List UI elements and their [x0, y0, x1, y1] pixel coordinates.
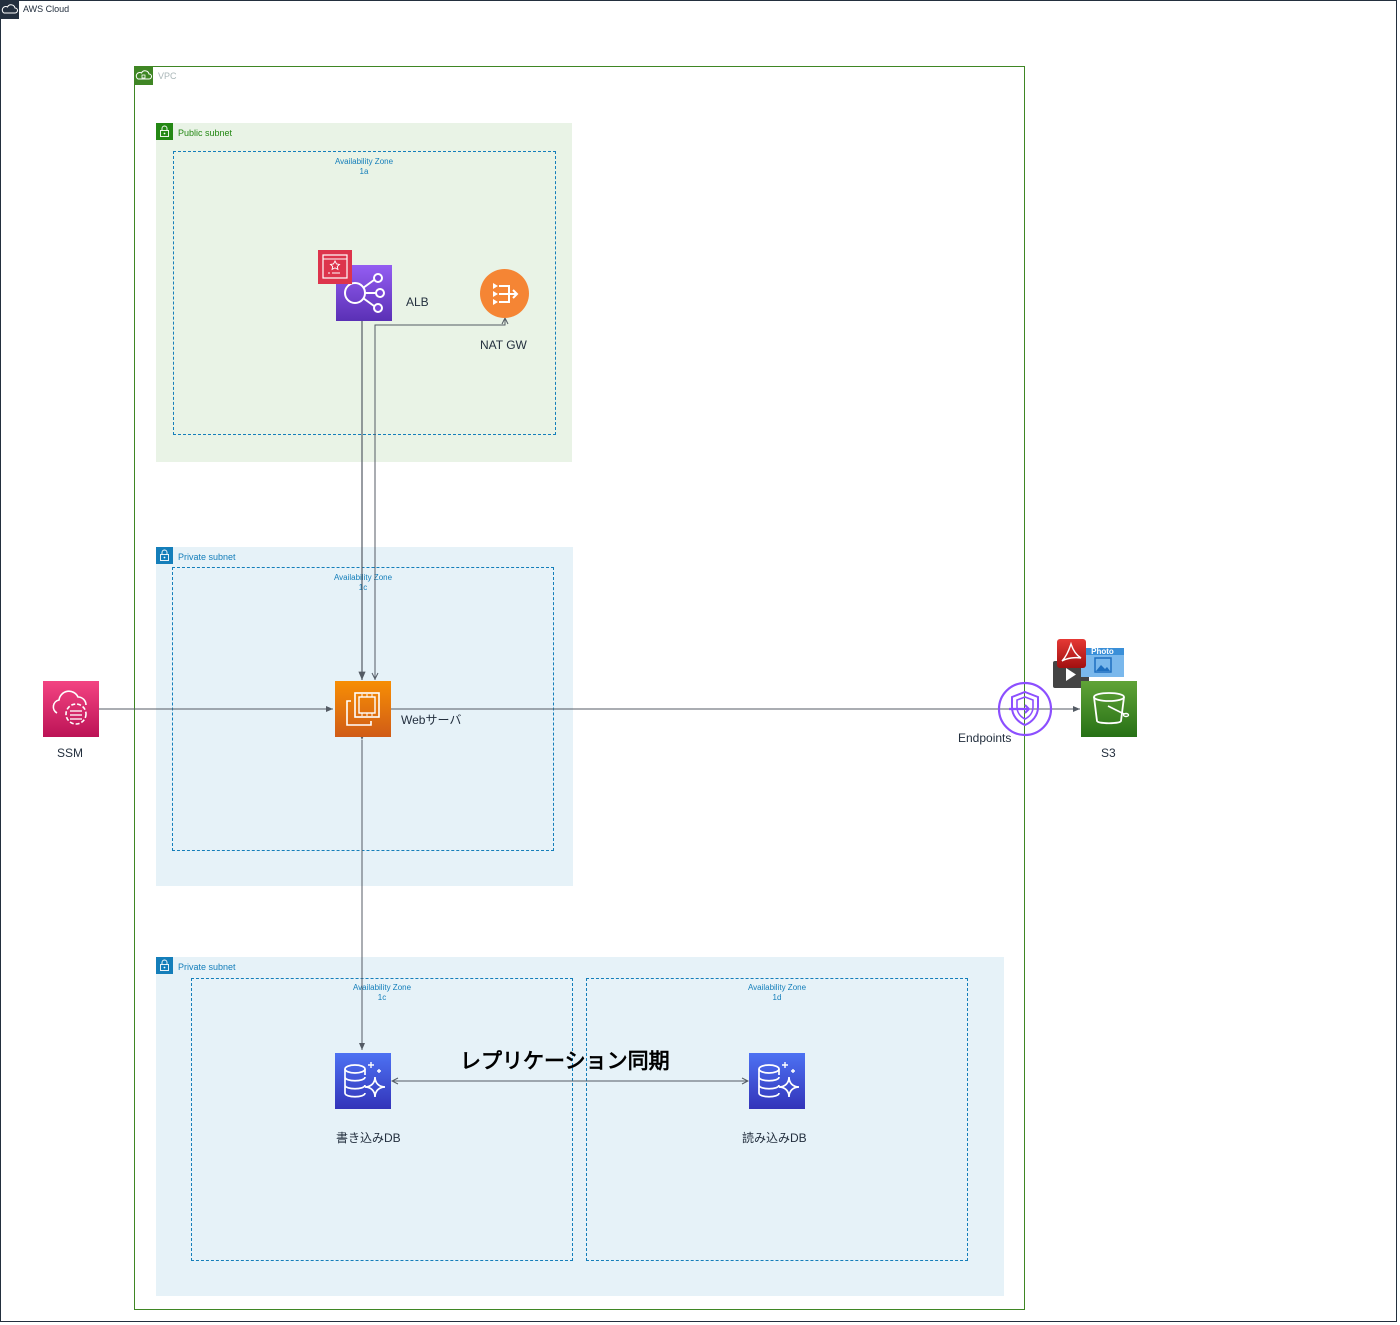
az-label: Availability Zone 1a [314, 157, 414, 177]
public-subnet-title: Public subnet [178, 128, 233, 138]
s3-label: S3 [1101, 746, 1116, 760]
write-db-label: 書き込みDB [336, 1131, 401, 1145]
az-label-text: Availability Zone [352, 983, 412, 992]
certificate-manager-icon[interactable] [318, 250, 352, 284]
ec2-instance-icon[interactable] [335, 681, 391, 737]
nat-gw-label: NAT GW [480, 338, 527, 352]
availability-zone-1c-db [191, 978, 573, 1261]
private-subnet-title: Private subnet [178, 962, 236, 972]
az-label: Availability Zone 1c [332, 983, 432, 1003]
cloud-icon [0, 0, 19, 19]
az-label: Availability Zone 1d [727, 983, 827, 1003]
alb-label: ALB [406, 295, 429, 309]
ssm-label: SSM [57, 746, 84, 760]
vpc-group [134, 66, 1025, 1310]
lock-icon [156, 547, 173, 564]
availability-zone-1a [173, 151, 556, 435]
aws-cloud-title: AWS Cloud [23, 4, 70, 14]
az-id: 1d [772, 993, 782, 1002]
availability-zone-1d-db [586, 978, 968, 1261]
web-server-label: Webサーバ [401, 713, 462, 727]
az-label-text: Availability Zone [333, 573, 393, 582]
az-label-text: Availability Zone [747, 983, 807, 992]
lock-icon [156, 123, 173, 140]
s3-bucket-icon[interactable] [1081, 681, 1137, 737]
systems-manager-icon[interactable] [43, 681, 99, 737]
vpc-title: VPC [158, 71, 177, 81]
private-subnet-title: Private subnet [178, 552, 236, 562]
az-label: Availability Zone 1c [313, 573, 413, 593]
az-id: 1c [358, 583, 368, 592]
photo-text: Photo [1081, 648, 1124, 656]
lock-icon [156, 957, 173, 974]
az-label-text: Availability Zone [334, 157, 394, 166]
web-to-nat-line [374, 318, 505, 680]
photo-file-icon: Photo [1081, 648, 1124, 677]
replication-label: レプリケーション同期 [460, 1050, 670, 1073]
rds-database-icon[interactable] [335, 1053, 391, 1109]
read-db-label: 読み込みDB [742, 1131, 807, 1145]
rds-database-icon[interactable] [749, 1053, 805, 1109]
nat-gateway-icon[interactable] [480, 269, 529, 318]
private-subnet-db [156, 957, 1004, 1296]
endpoints-label: Endpoints [958, 731, 1012, 745]
vpc-cloud-icon [134, 66, 153, 85]
az-id: 1a [359, 167, 369, 176]
pdf-file-icon [1057, 639, 1086, 668]
az-id: 1c [377, 993, 387, 1002]
vpc-endpoint-icon[interactable] [997, 681, 1053, 737]
